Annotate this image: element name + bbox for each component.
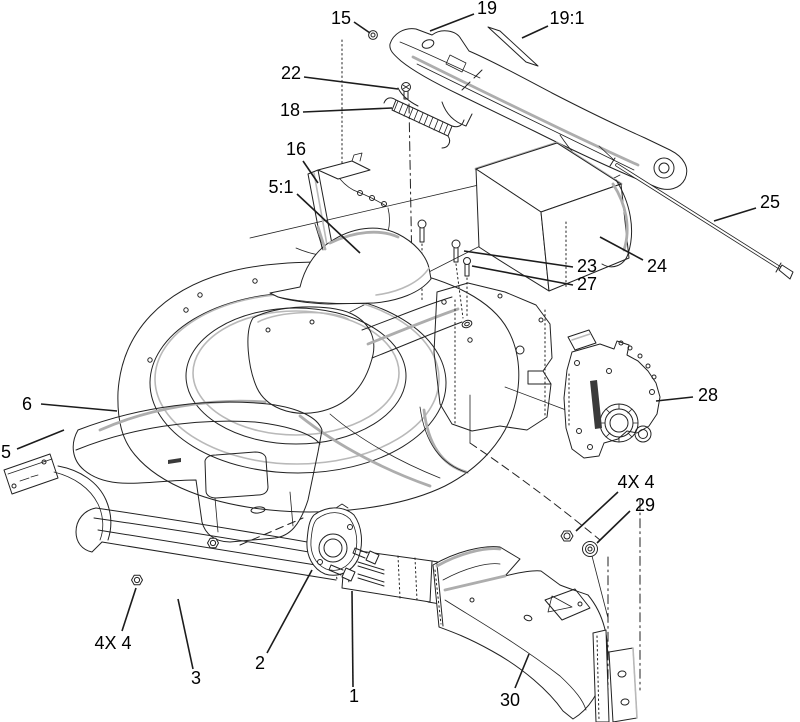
screw-27 [463, 257, 471, 277]
callout-4x4r-leader [575, 491, 619, 532]
callout-6-label: 6 [22, 394, 32, 414]
callout-27-leader [471, 265, 574, 286]
callout-15-label: 15 [331, 8, 351, 28]
mounting-bolts [328, 547, 380, 582]
callout-3-label: 3 [191, 668, 201, 688]
callout-2-leader [266, 569, 313, 654]
decal-strip [461, 26, 539, 91]
callout-19-leader [429, 13, 475, 32]
callout-18-label: 18 [280, 100, 300, 120]
pan-head-screw [401, 82, 411, 100]
callout-29-label: 29 [635, 495, 655, 515]
rear-cover [269, 223, 432, 305]
callout-23-leader [463, 250, 574, 268]
callout-1-leader [351, 590, 354, 688]
callout-25-leader [713, 207, 757, 222]
callout-19-1-label: 19:1 [549, 8, 584, 28]
left-side-plate [3, 453, 112, 541]
side-cover-plate [306, 503, 362, 576]
callout-3-leader [177, 598, 194, 670]
callout-22-label: 22 [281, 63, 301, 83]
callout-22-leader [303, 76, 399, 90]
grommet [368, 30, 378, 40]
callout-16-leader [302, 160, 319, 184]
deck-screw-long [417, 219, 427, 243]
callout-27-label: 27 [577, 274, 597, 294]
callout-30-label: 30 [500, 690, 520, 710]
gearbox-side-plate [563, 329, 661, 459]
callout-1-label: 1 [349, 686, 359, 706]
callout-28-label: 28 [698, 385, 718, 405]
callout-2-label: 2 [255, 653, 265, 673]
callout-4x4l-label: 4X 4 [94, 633, 131, 653]
callout-23-label: 23 [577, 256, 597, 276]
callout-24-label: 24 [647, 256, 667, 276]
callout-29-leader [596, 510, 631, 544]
screw-23 [451, 239, 461, 263]
callout-19-label: 19 [477, 0, 497, 18]
grip-mark [168, 458, 181, 464]
nut-and-washer [560, 530, 598, 557]
callout-30-leader [514, 653, 530, 689]
callout-5-1-label: 5:1 [268, 177, 293, 197]
callout-16-label: 16 [286, 139, 306, 159]
callout-6-leader [40, 403, 118, 412]
callout-5-leader [16, 429, 65, 450]
guide-rod [598, 145, 794, 280]
callout-19-1-leader [521, 25, 549, 39]
callout-5-1-leader [296, 193, 361, 254]
front-bumper [72, 399, 323, 543]
tension-spring [383, 97, 465, 149]
callout-5-label: 5 [1, 442, 11, 462]
callout-18-leader [302, 107, 393, 113]
hex-nuts-4x4 [131, 537, 219, 586]
handle-housing [389, 28, 688, 190]
callout-28-leader [655, 396, 694, 402]
callout-24-leader [599, 236, 644, 261]
rear-housing [432, 546, 638, 722]
callout-15-leader [353, 21, 371, 34]
callout-25-label: 25 [760, 192, 780, 212]
callout-4x4l-leader [121, 587, 137, 632]
callout-4x4r-label: 4X 4 [617, 472, 654, 492]
